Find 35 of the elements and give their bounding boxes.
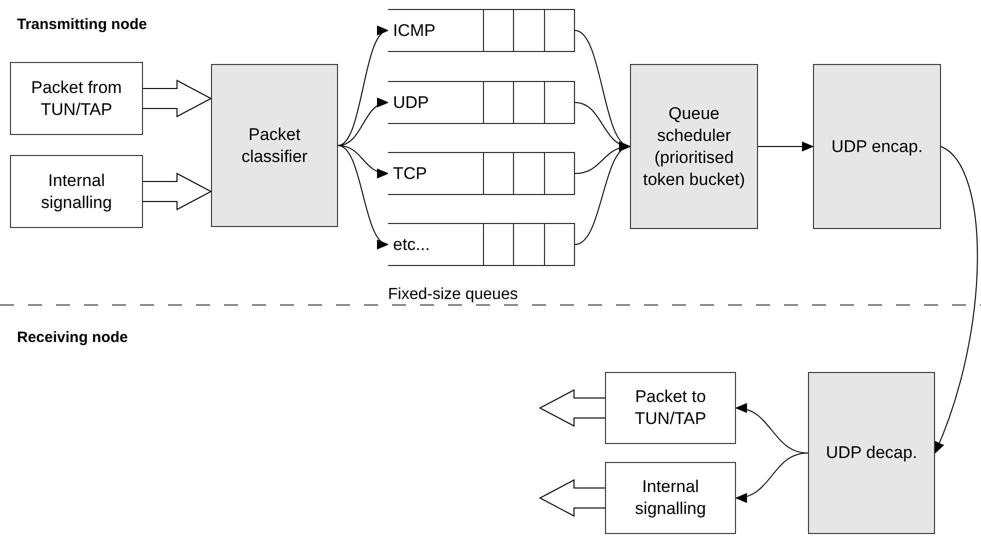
block-arrow (538, 479, 606, 517)
io-box (10, 62, 143, 135)
queue (388, 223, 575, 266)
text-label: Receiving node (17, 328, 128, 348)
process-box (813, 64, 941, 229)
arrow (758, 142, 814, 152)
queue (388, 9, 575, 52)
io-box (605, 372, 736, 444)
queue (388, 81, 575, 124)
queue-label: TCP (393, 162, 427, 185)
node-label: UDP encap. (831, 136, 923, 158)
io-box (10, 155, 143, 228)
queue-label: etc... (393, 234, 430, 256)
queue (388, 152, 575, 195)
node-label: Internal signalling (40, 170, 113, 214)
block-arrow (538, 389, 606, 427)
block-arrow (142, 172, 212, 210)
block-arrow (142, 80, 212, 118)
process-box (630, 64, 758, 229)
arrow (735, 452, 808, 502)
process-box (808, 372, 935, 534)
arrow (934, 146, 978, 454)
text-label: Fixed-size queues (388, 285, 518, 305)
queue-label: UDP (393, 92, 429, 114)
text-label: Transmitting node (17, 15, 148, 35)
node-label: UDP decap. (826, 442, 918, 464)
arrow (574, 144, 631, 245)
process-box (211, 64, 338, 227)
node-label: Queue scheduler (prioritised token bucket) (642, 102, 746, 190)
node-label: Packet to TUN/TAP (634, 386, 708, 430)
node-label: Packet classifier (240, 124, 309, 168)
queue-label: ICMP (393, 20, 436, 42)
io-box (605, 462, 736, 534)
node-label: Packet from TUN/TAP (30, 76, 123, 120)
node-label: Internal signalling (634, 476, 707, 520)
